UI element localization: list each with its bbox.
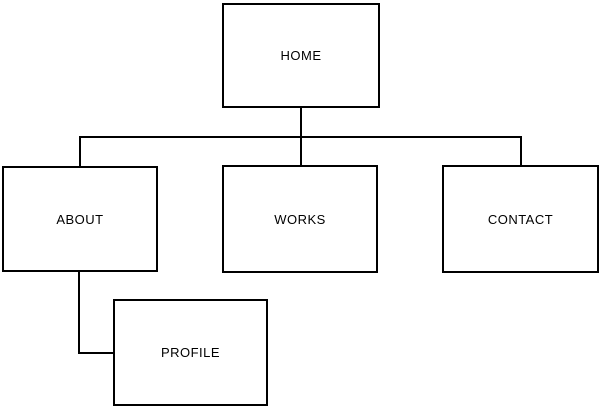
node-contact-label: CONTACT [487, 211, 554, 227]
node-profile-label: PROFILE [160, 345, 221, 360]
node-works-label: WORKS [274, 211, 326, 227]
connector-rail-to-contact [520, 137, 522, 165]
connector-to-profile [78, 352, 114, 354]
node-works: WORKS [222, 165, 378, 273]
node-about-label: ABOUT [56, 211, 104, 227]
node-home-label: HOME [280, 48, 322, 63]
node-about: ABOUT [2, 166, 158, 272]
connector-about-down [78, 272, 80, 354]
node-home: HOME [222, 3, 380, 108]
node-profile: PROFILE [113, 299, 268, 406]
node-contact: CONTACT [442, 165, 599, 273]
connector-horizontal-rail [79, 136, 522, 138]
connector-rail-to-about [79, 137, 81, 166]
